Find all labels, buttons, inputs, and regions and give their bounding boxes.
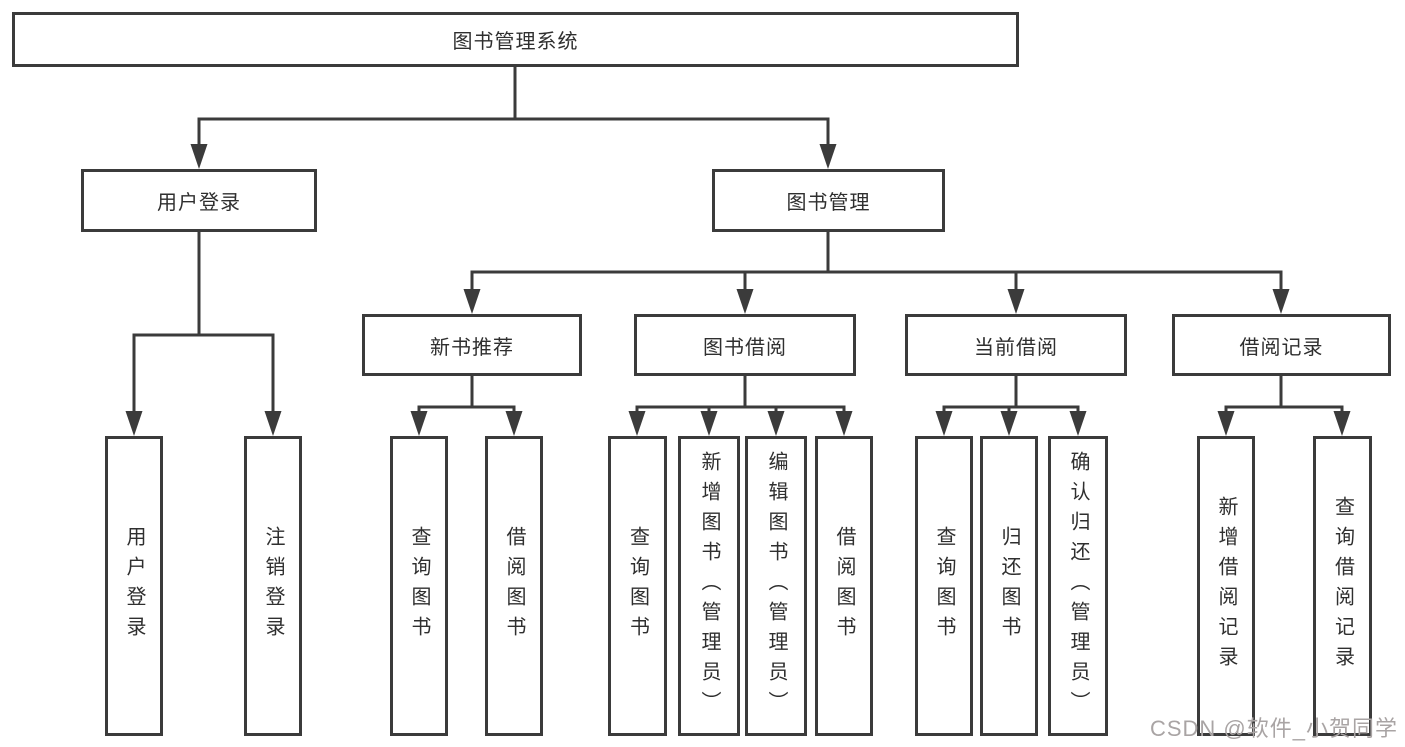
arrow-down-icon <box>1069 411 1087 436</box>
watermark: CSDN @软件_小贺同学 <box>1149 716 1398 741</box>
arrow-down-icon <box>463 289 481 314</box>
leaf-query-books-recommend: 查询图书 <box>390 436 448 736</box>
leaf-query-borrow-record: 查询借阅记录 <box>1313 436 1372 736</box>
leaf-add-borrow-record: 新增借阅记录 <box>1197 436 1255 736</box>
arrow-down-icon <box>190 144 208 169</box>
arrow-down-icon <box>1272 289 1290 314</box>
node-current-borrow: 当前借阅 <box>905 314 1127 376</box>
leaf-logout: 注销登录 <box>244 436 302 736</box>
arrow-down-icon <box>125 411 143 436</box>
leaf-borrow-books: 借阅图书 <box>815 436 873 736</box>
leaf-borrow-books-recommend: 借阅图书 <box>485 436 543 736</box>
arrow-down-icon <box>410 411 428 436</box>
arrow-down-icon <box>505 411 523 436</box>
arrow-down-icon <box>736 289 754 314</box>
arrow-down-icon <box>835 411 853 436</box>
arrow-down-icon <box>1007 289 1025 314</box>
arrow-down-icon <box>935 411 953 436</box>
arrowhead-icons <box>125 144 1351 436</box>
arrow-down-icon <box>700 411 718 436</box>
node-new-book-recommend: 新书推荐 <box>362 314 582 376</box>
node-book-management: 图书管理 <box>712 169 945 232</box>
arrow-down-icon <box>1333 411 1351 436</box>
arrow-down-icon <box>264 411 282 436</box>
arrow-down-icon <box>1000 411 1018 436</box>
leaf-query-books-current: 查询图书 <box>915 436 973 736</box>
arrow-down-icon <box>767 411 785 436</box>
leaf-edit-books-admin: 编辑图书（管理员） <box>745 436 807 736</box>
arrow-down-icon <box>819 144 837 169</box>
leaf-user-login: 用户登录 <box>105 436 163 736</box>
leaf-add-books-admin: 新增图书（管理员） <box>678 436 740 736</box>
leaf-query-books-borrow: 查询图书 <box>608 436 667 736</box>
node-borrow-records: 借阅记录 <box>1172 314 1391 376</box>
arrow-down-icon <box>628 411 646 436</box>
leaf-confirm-return-admin: 确认归还（管理员） <box>1048 436 1108 736</box>
leaf-return-books: 归还图书 <box>980 436 1038 736</box>
node-library-system: 图书管理系统 <box>12 12 1019 67</box>
node-user-login: 用户登录 <box>81 169 317 232</box>
node-book-borrow: 图书借阅 <box>634 314 856 376</box>
arrow-down-icon <box>1217 411 1235 436</box>
